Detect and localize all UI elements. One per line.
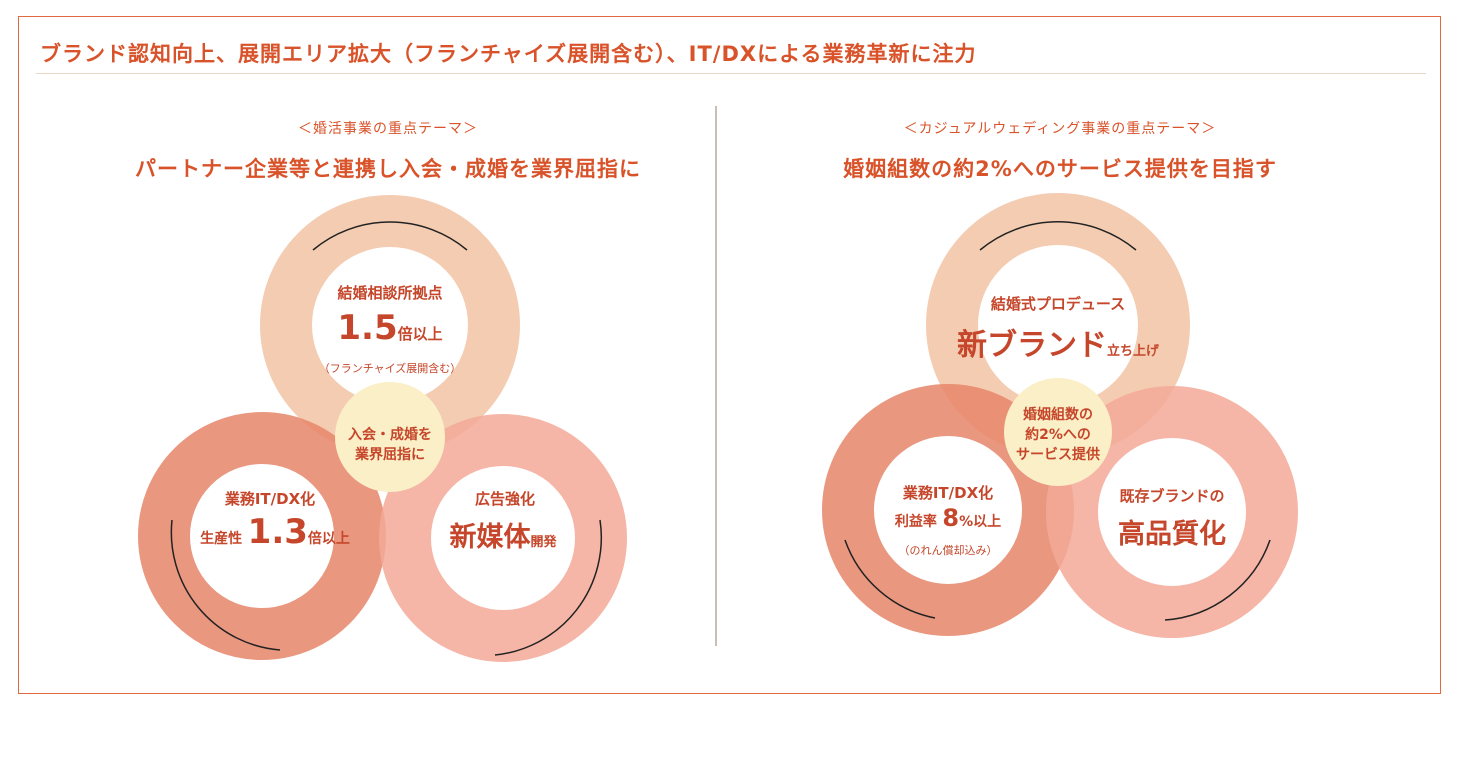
right-subtitle: ＜カジュアルウェディング事業の重点テーマ＞ <box>903 121 1217 137</box>
left-right-value-row: 新媒体開発 <box>449 515 556 554</box>
left-top-value-row: 1.5倍以上 <box>337 308 442 348</box>
headline: ブランド認知向上、展開エリア拡大（フランチャイズ展開含む）、IT/DXによる業務… <box>40 42 977 66</box>
left-left-value: 1.3 <box>247 512 308 552</box>
right-top-value-row: 新ブランド立ち上げ <box>957 320 1159 364</box>
right-left-value: 8 <box>942 504 960 532</box>
outer-frame <box>18 16 1441 694</box>
left-left-value-row: 生産性 1.3倍以上 <box>200 512 350 552</box>
left-center-circle <box>335 382 445 492</box>
right-top-value: 新ブランド <box>956 328 1107 363</box>
left-left-arc <box>170 519 281 651</box>
right-top-label: 結婚式プロデュース <box>990 295 1126 313</box>
left-right-label: 広告強化 <box>474 490 536 508</box>
column-divider <box>715 106 717 646</box>
left-right-arc <box>494 519 603 656</box>
headline-rule <box>36 73 1426 74</box>
right-left-prefix: 利益率 <box>894 514 937 530</box>
right-right-arc <box>1164 539 1271 621</box>
left-ring-left <box>138 412 386 660</box>
left-right-value: 新媒体 <box>449 522 531 553</box>
right-center-line1: 婚姻組数の <box>1023 407 1093 423</box>
left-left-prefix: 生産性 <box>200 531 243 547</box>
right-center-line2: 約2%への <box>1025 427 1091 443</box>
right-venn <box>822 193 1298 638</box>
right-left-note: （のれん償却込み） <box>898 544 998 557</box>
left-subtitle: ＜婚活事業の重点テーマ＞ <box>298 121 478 137</box>
left-theme: パートナー企業等と連携し入会・成婚を業界屈指に <box>135 157 641 181</box>
left-top-value: 1.5 <box>337 308 398 348</box>
left-left-label: 業務IT/DX化 <box>224 490 316 508</box>
right-left-label: 業務IT/DX化 <box>902 484 994 502</box>
right-left-unit: %以上 <box>959 514 1002 530</box>
left-right-unit: 開発 <box>530 535 557 550</box>
right-top-arc <box>979 221 1137 251</box>
right-theme: 婚姻組数の約2%へのサービス提供を目指す <box>843 157 1277 181</box>
left-top-label: 結婚相談所拠点 <box>337 284 443 302</box>
right-center-circle <box>1004 378 1112 486</box>
left-top-note: （フランチャイズ展開含む） <box>318 362 462 375</box>
left-top-arc <box>312 221 468 251</box>
right-left-value-row: 利益率 8%以上 <box>895 504 1001 532</box>
left-center-line1: 入会・成婚を <box>348 427 432 443</box>
left-left-unit: 倍以上 <box>307 531 350 547</box>
left-center-line2: 業界屈指に <box>355 447 425 463</box>
right-right-value: 高品質化 <box>1118 519 1226 550</box>
right-ring-right <box>1046 386 1298 638</box>
right-left-arc <box>844 539 936 619</box>
right-top-unit: 立ち上げ <box>1106 344 1160 359</box>
right-center-line3: サービス提供 <box>1016 447 1100 463</box>
right-right-label: 既存ブランドの <box>1119 487 1225 505</box>
left-venn <box>138 195 627 662</box>
left-top-unit: 倍以上 <box>397 325 443 343</box>
